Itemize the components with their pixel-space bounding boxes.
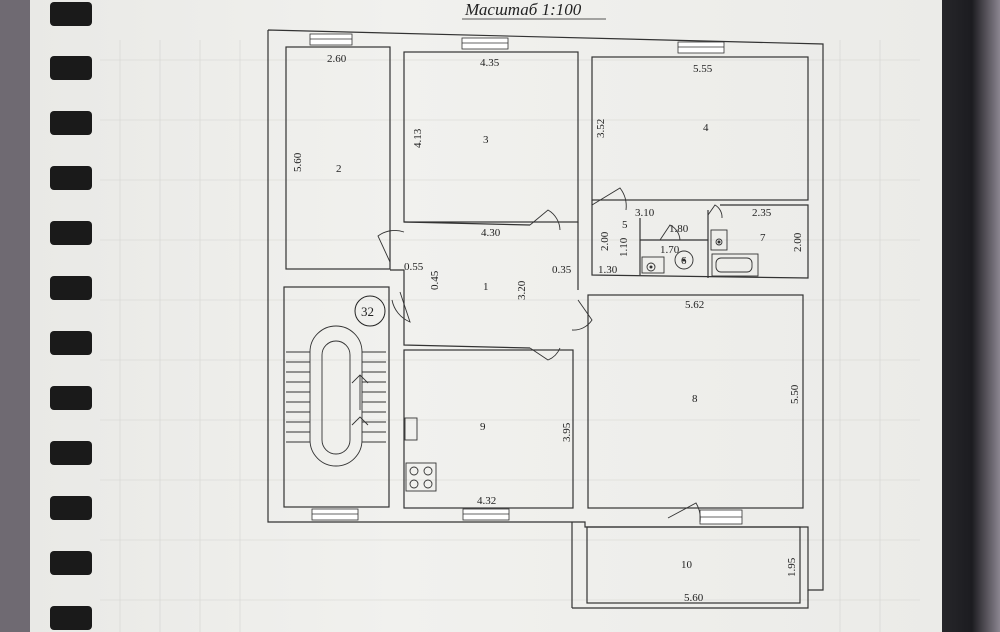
room-label-6: 6 [681,255,687,267]
svg-text:2.00: 2.00 [599,231,611,251]
svg-text:4.35: 4.35 [480,57,500,69]
room-label-10: 10 [681,559,693,571]
stamp: 32 [354,295,386,327]
svg-text:3.20: 3.20 [516,280,528,300]
svg-text:5.55: 5.55 [693,63,713,75]
svg-text:5.60: 5.60 [292,152,304,172]
doors [377,187,723,523]
svg-text:5.60: 5.60 [684,592,704,604]
svg-text:1.30: 1.30 [598,264,618,276]
walls [267,29,824,609]
svg-text:1.80: 1.80 [669,223,689,235]
room-label-7: 7 [760,232,766,244]
svg-text:4.32: 4.32 [477,495,496,507]
svg-text:5.50: 5.50 [789,384,801,404]
windows [309,33,743,525]
svg-text:3.10: 3.10 [635,207,655,219]
svg-text:5.62: 5.62 [685,299,704,311]
svg-text:1.70: 1.70 [660,244,680,256]
room-label-8: 8 [692,393,698,405]
room-label-9: 9 [480,421,486,433]
svg-text:4.13: 4.13 [412,128,424,148]
room-label-4: 4 [703,122,709,134]
room-label-3: 3 [483,134,489,146]
staircase [286,325,386,467]
svg-text:4.30: 4.30 [481,227,501,239]
svg-text:32: 32 [361,304,374,319]
spiral-binding [50,2,92,630]
svg-text:1.95: 1.95 [786,557,798,577]
svg-text:2.35: 2.35 [752,207,772,219]
svg-text:1.10: 1.10 [618,237,630,257]
svg-text:0.55: 0.55 [404,261,424,273]
svg-text:2.60: 2.60 [327,53,347,65]
svg-text:3.95: 3.95 [561,422,573,442]
room-label-5: 5 [622,219,628,231]
svg-text:2.00: 2.00 [792,232,804,252]
svg-text:0.45: 0.45 [429,270,441,290]
grid-lines [100,40,920,632]
room-label-1: 1 [483,281,489,293]
dimension-labels: 2.60 5.60 4.35 4.13 4.30 5.55 3.52 3.10 … [292,53,804,604]
svg-text:0.35: 0.35 [552,264,572,276]
svg-text:3.52: 3.52 [595,119,607,138]
room-numbers: 1 2 3 4 5 6 7 8 9 10 [336,122,766,571]
room-label-2: 2 [336,163,342,175]
scale-title: Масштаб 1:100 [464,0,582,19]
fixtures [404,229,759,492]
